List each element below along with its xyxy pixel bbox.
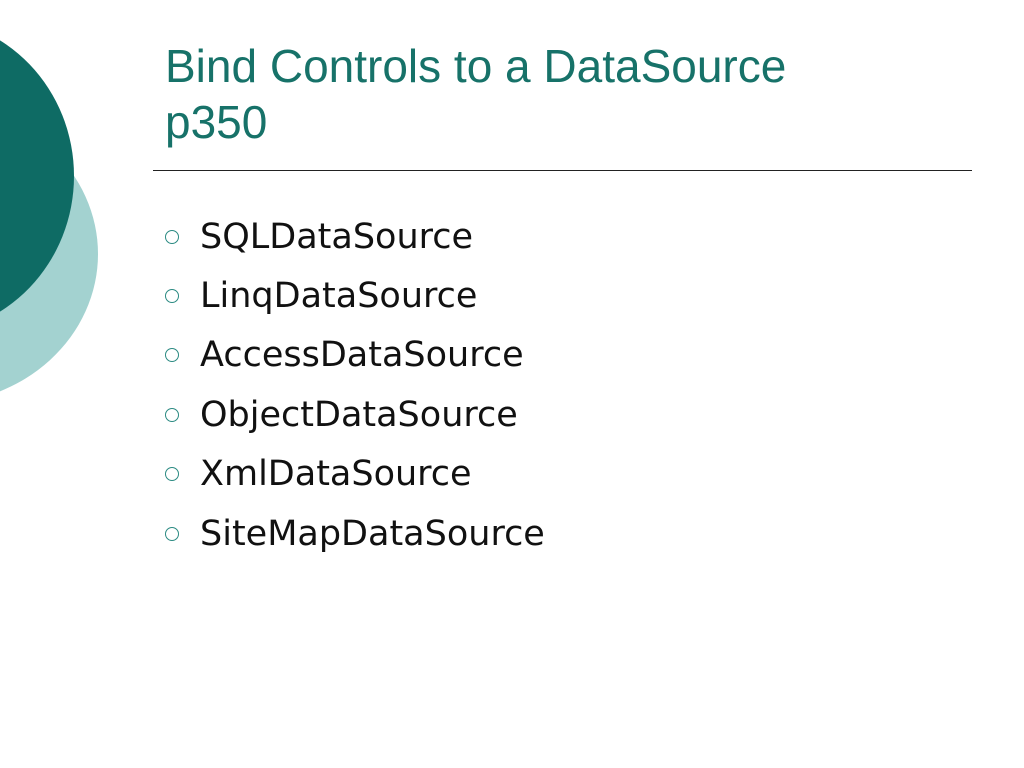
hollow-circle-bullet-icon bbox=[165, 348, 179, 363]
hollow-circle-bullet-icon bbox=[165, 526, 179, 541]
bullet-list: SQLDataSource LinqDataSource AccessDataS… bbox=[165, 207, 545, 563]
bullet-text: AccessDataSource bbox=[200, 335, 524, 376]
bullet-item: AccessDataSource bbox=[165, 326, 545, 385]
bullet-item: XmlDataSource bbox=[165, 445, 545, 504]
hollow-circle-bullet-icon bbox=[165, 289, 179, 304]
bullet-text: XmlDataSource bbox=[200, 454, 472, 495]
slide-title-line-2: p350 bbox=[165, 96, 268, 148]
bullet-item: LinqDataSource bbox=[165, 266, 545, 325]
hollow-circle-bullet-icon bbox=[165, 229, 179, 244]
bullet-text: SiteMapDataSource bbox=[200, 513, 545, 554]
bullet-text: ObjectDataSource bbox=[200, 394, 518, 435]
bullet-text: SQLDataSource bbox=[200, 216, 474, 257]
slide-title: Bind Controls to a DataSource p350 bbox=[165, 38, 786, 150]
slide-title-line-1: Bind Controls to a DataSource bbox=[165, 40, 787, 92]
title-divider bbox=[153, 170, 972, 171]
hollow-circle-bullet-icon bbox=[165, 407, 179, 422]
hollow-circle-bullet-icon bbox=[165, 467, 179, 482]
bullet-text: LinqDataSource bbox=[200, 276, 478, 317]
bullet-item: ObjectDataSource bbox=[165, 385, 545, 444]
bullet-item: SQLDataSource bbox=[165, 207, 545, 266]
bullet-item: SiteMapDataSource bbox=[165, 504, 545, 563]
